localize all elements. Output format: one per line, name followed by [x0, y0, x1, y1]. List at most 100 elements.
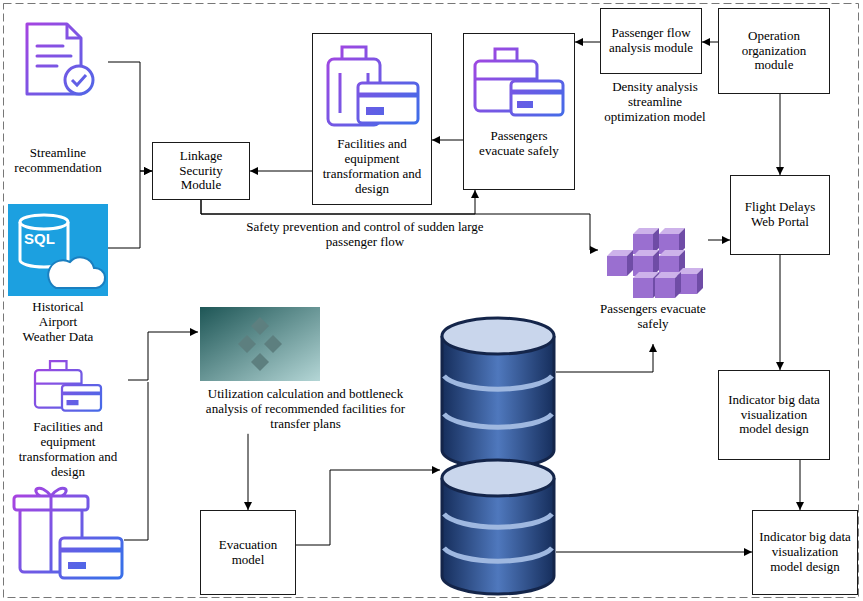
- graphic-rect: [68, 562, 86, 569]
- cubes-icon: [603, 228, 703, 298]
- annotation-label: Safety prevention and control of sudden …: [225, 220, 505, 250]
- graphic-rect: [358, 83, 418, 123]
- graphic-polygon: [627, 250, 633, 276]
- icon-text: SQL: [24, 230, 108, 247]
- graphic-rect: [62, 385, 101, 411]
- graphic-polygon: [675, 272, 681, 298]
- graphic-path: [37, 46, 71, 66]
- graphic-rect: [366, 107, 384, 115]
- briefcase-card-icon: [20, 352, 116, 418]
- graphic-path: [251, 317, 269, 335]
- icon-node: Utilization calculation and bottleneck a…: [198, 305, 413, 434]
- graphic-path: [442, 336, 554, 468]
- graphic-path: [495, 49, 517, 61]
- graphic-path: [50, 361, 67, 370]
- graphic-circle: [65, 66, 93, 94]
- graphic-rect: [60, 538, 122, 578]
- node-text: Facilities and equipment transformation …: [13, 420, 123, 480]
- graphic-rect: [607, 256, 627, 276]
- flow-line: [556, 552, 752, 553]
- node-text: Linkage Security Module: [159, 149, 243, 194]
- connector-arrow: [800, 460, 801, 510]
- graphic-rect: [633, 278, 653, 298]
- process-box: Linkage Security Module: [152, 142, 250, 200]
- node-text: Flight Delays Web Portal: [737, 200, 823, 230]
- document-icon: [13, 20, 103, 100]
- icon-node: Passengers evacuate safely: [598, 226, 708, 334]
- graphic-polygon: [697, 268, 703, 294]
- icon-node: SQL Historical Airport Weather Data: [8, 202, 108, 347]
- graphic-path: [444, 514, 552, 561]
- diamond-icon: [200, 307, 320, 381]
- feed-line: [124, 382, 148, 540]
- icon-node: Facilities and equipment transformation …: [8, 350, 128, 482]
- node-text: Facilities and equipment transformation …: [319, 137, 425, 197]
- graphic-path: [50, 496, 53, 572]
- graphic-path: [238, 335, 256, 353]
- graphic-ellipse: [442, 318, 554, 354]
- flow-line: [296, 470, 440, 545]
- node-text: Passengers evacuate safely: [600, 302, 706, 332]
- graphic-rect: [200, 307, 320, 381]
- graphic-path: [251, 353, 269, 371]
- gift-card-icon: [14, 488, 122, 578]
- graphic-path: [62, 391, 101, 395]
- connector-arrow: [780, 255, 781, 370]
- process-box: Operation organization module: [718, 8, 830, 94]
- connector-arrow: [702, 42, 718, 43]
- connector-arrow: [575, 42, 600, 43]
- sql-cloud-icon: [8, 204, 108, 296]
- graphic-path: [67, 24, 81, 38]
- graphic-ellipse: [20, 215, 68, 229]
- graphic-rect: [511, 81, 563, 115]
- node-text: Utilization calculation and bottleneck a…: [200, 387, 411, 432]
- annotation-label: Density analysis streamline optimization…: [596, 80, 714, 125]
- flow-line: [556, 344, 653, 372]
- graphic-path: [72, 75, 86, 85]
- dashed-frame: [4, 4, 859, 598]
- graphic-rect: [8, 204, 108, 296]
- graphic-rect: [655, 278, 675, 298]
- node-text: Operation organization module: [725, 29, 823, 74]
- process-box: Indicator big data visualization model d…: [752, 510, 858, 595]
- graphic-path: [358, 93, 418, 98]
- luggage-icon: [320, 37, 424, 133]
- process-box: Passenger flow analysis module: [600, 8, 702, 74]
- process-box: Evacuation model: [200, 510, 296, 595]
- node-text: Historical Airport Weather Data: [18, 300, 98, 345]
- process-box: Flight Delays Web Portal: [730, 175, 830, 255]
- graphic-path: [444, 376, 552, 427]
- node-text: Passenger flow analysis module: [607, 26, 695, 56]
- graphic-ellipse: [442, 460, 554, 496]
- connector-arrow: [432, 140, 463, 141]
- node-text: Indicator big data visualization model d…: [725, 393, 823, 438]
- briefcase-icon: [469, 37, 569, 125]
- node-text: Indicator big data visualization model d…: [759, 530, 851, 575]
- node-text: Passengers evacuate safely: [470, 129, 568, 159]
- graphic-rect: [67, 400, 79, 405]
- connector-arrow: [128, 332, 198, 380]
- graphic-path: [36, 488, 66, 496]
- connector-arrow: [248, 434, 249, 510]
- graphic-path: [264, 335, 282, 353]
- graphic-path: [48, 257, 105, 288]
- node-text: Evacuation model: [207, 538, 289, 568]
- process-box: Facilities and equipment transformation …: [312, 33, 432, 205]
- graphic-path: [60, 548, 122, 553]
- connector-arrow: [201, 200, 598, 250]
- graphic-path: [342, 47, 366, 59]
- process-box: Indicator big data visualization model d…: [718, 370, 830, 460]
- database-symbol: [442, 318, 554, 594]
- connector-arrow: [250, 171, 312, 172]
- connector-arrow: [708, 240, 730, 241]
- graphic-path: [511, 90, 563, 95]
- connector-arrow: [780, 94, 781, 175]
- icon-node: Streamline recommendation: [8, 18, 108, 178]
- node-text: Streamline recommendation: [10, 146, 106, 176]
- connector-arrow: [108, 171, 152, 248]
- process-box: Passengers evacuate safely: [463, 33, 575, 190]
- connector-arrow: [108, 62, 152, 171]
- sql-icon-frame: SQL: [8, 204, 108, 296]
- graphic-rect: [517, 101, 533, 108]
